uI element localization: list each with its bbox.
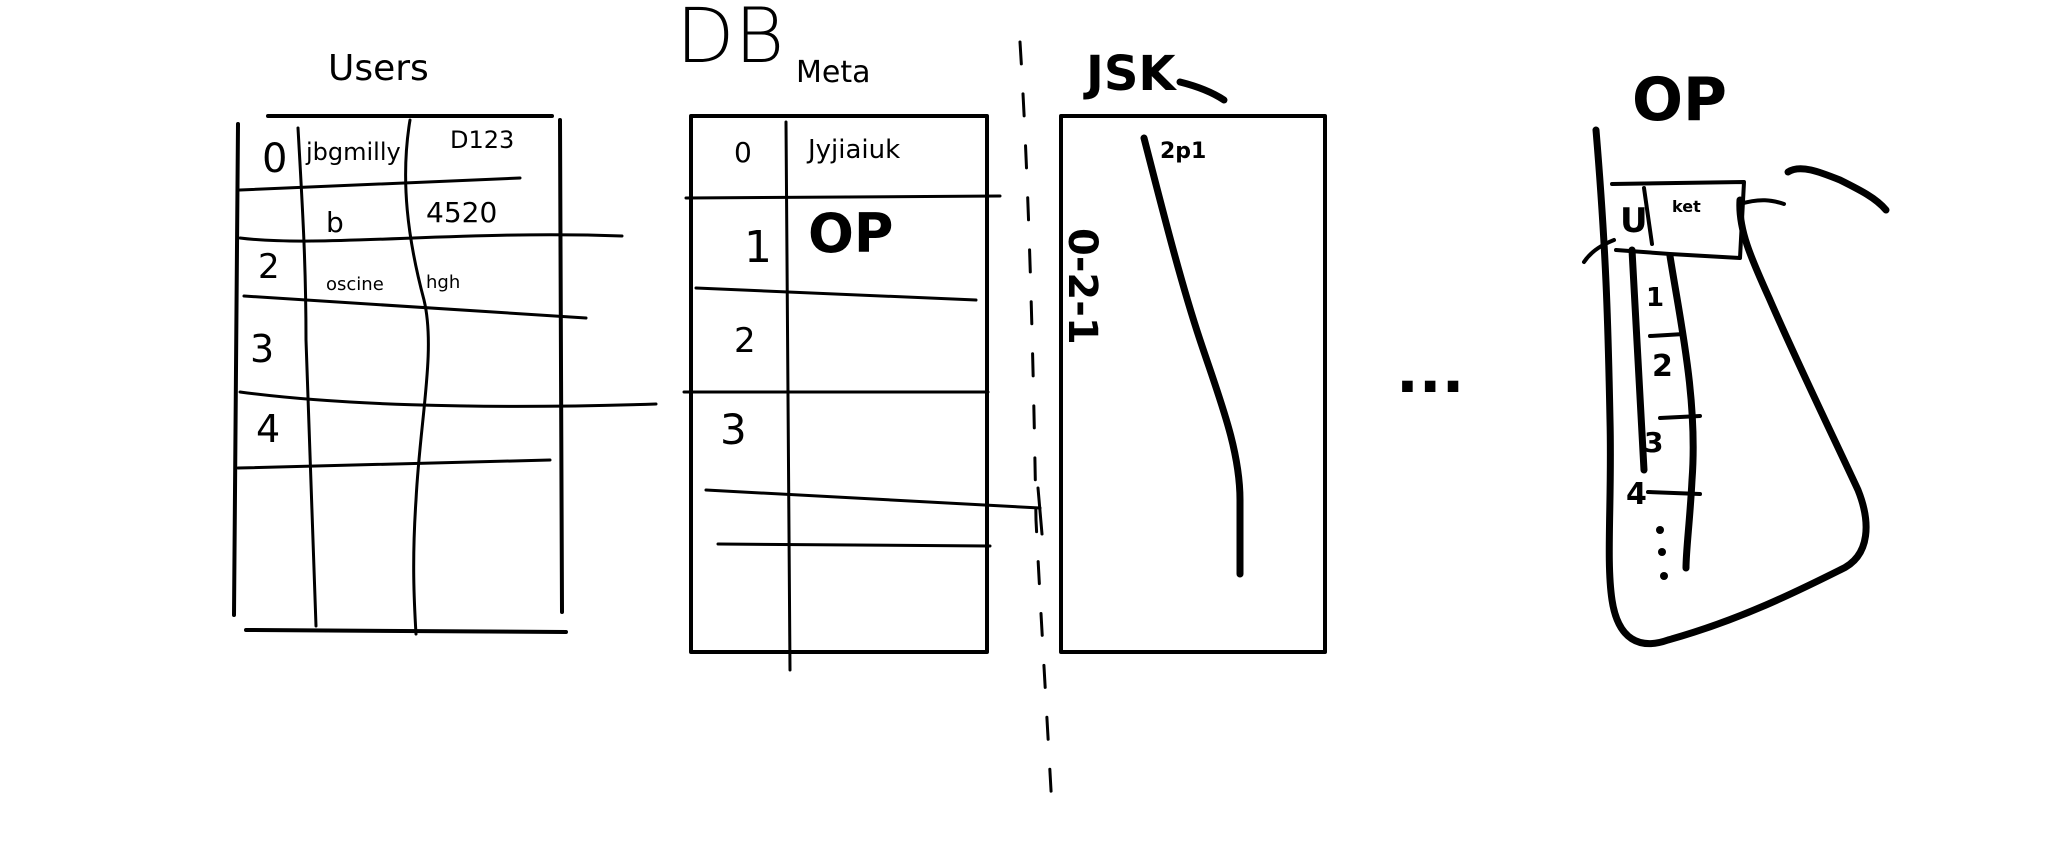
- ellipsis: ...: [1396, 337, 1464, 407]
- users-bottom-border: [244, 628, 568, 634]
- users-right-border: [558, 118, 564, 614]
- op-top-box-arrow: [1738, 198, 1786, 206]
- meta-table: Meta 0 Jyjiaiuk 1 OP 2 3: [682, 55, 1044, 672]
- jsk-side-label: 0-2-1: [1059, 228, 1105, 345]
- db-label: DB: [676, 0, 784, 80]
- meta-row-divider-1: [684, 194, 1002, 200]
- db-label-group: DB: [676, 0, 784, 80]
- users-row-0-index: 0: [262, 136, 287, 182]
- users-row-divider-2: [238, 233, 624, 243]
- jsk-note: 2p1: [1160, 139, 1206, 164]
- users-row-1-name: b: [326, 206, 344, 239]
- jsk-panel-title: JSK: [1083, 46, 1177, 102]
- op-right-swoosh: [1784, 165, 1890, 214]
- users-row-divider-4: [238, 390, 658, 408]
- meta-row-2-index: 2: [734, 321, 756, 361]
- jsk-curve: [1140, 134, 1244, 578]
- users-table-title: Users: [328, 48, 429, 89]
- meta-table-title: Meta: [796, 55, 871, 90]
- op-sketch: OP U ket 1 2 3 4: [1582, 65, 1890, 648]
- op-inner-label-3: 4: [1626, 477, 1647, 512]
- jsk-panel-border: [1059, 114, 1327, 654]
- meta-row-divider-2: [694, 286, 978, 302]
- users-row-0-value: D123: [450, 126, 514, 154]
- users-row-2-value: hgh: [426, 272, 460, 293]
- meta-row-divider-5: [716, 542, 992, 548]
- op-left-tick: [1582, 238, 1616, 264]
- users-row-2-index: 2: [258, 247, 280, 287]
- users-row-4-index: 4: [256, 407, 280, 451]
- users-table: Users 0 jbgmilly D123 b 4520 2 oscine hg…: [232, 48, 658, 636]
- op-sketch-title: OP: [1632, 65, 1727, 135]
- op-inner-divider-3: [1646, 490, 1702, 496]
- meta-row-0-index: 0: [734, 136, 752, 169]
- users-row-3-index: 3: [250, 327, 274, 371]
- meta-table-border: [689, 114, 989, 654]
- users-row-0-name: jbgmilly: [305, 138, 401, 166]
- meta-row-1-value: OP: [808, 202, 893, 265]
- op-inner-label-2: 3: [1644, 426, 1663, 459]
- op-inner-divider-1: [1648, 332, 1686, 338]
- op-top-box: [1610, 180, 1746, 260]
- users-left-border: [232, 122, 240, 617]
- op-dot-1: [1656, 526, 1664, 534]
- users-row-divider-5: [236, 458, 552, 470]
- op-top-box-label-1: ket: [1672, 197, 1701, 216]
- users-row-divider-3: [242, 294, 588, 320]
- op-top-box-label-0: U: [1620, 201, 1648, 241]
- dashed-separator: [1018, 40, 1054, 810]
- op-inner-right: [1666, 252, 1697, 572]
- jsk-panel: JSK 0-2-1 2p1: [1059, 46, 1327, 654]
- meta-col-divider: [784, 120, 792, 672]
- meta-row-0-value: Jyjiaiuk: [806, 135, 900, 165]
- users-row-1-value: 4520: [426, 196, 497, 229]
- op-dot-3: [1660, 572, 1668, 580]
- meta-row-1-index: 1: [744, 222, 772, 273]
- op-inner-label-1: 2: [1652, 349, 1673, 384]
- users-row-2-name: oscine: [326, 274, 384, 295]
- op-outer-shape: [1592, 126, 1870, 648]
- op-inner-left: [1628, 246, 1648, 474]
- meta-connector-tick: [1036, 486, 1044, 536]
- users-col-divider-1: [296, 126, 318, 628]
- op-top-box-divider: [1642, 186, 1654, 246]
- jsk-title-underline: [1176, 78, 1228, 104]
- op-inner-label-0: 1: [1646, 283, 1664, 313]
- op-dot-2: [1658, 548, 1666, 556]
- meta-row-3-index: 3: [720, 405, 747, 454]
- meta-row-divider-4: [704, 488, 1042, 510]
- users-col-divider-2: [404, 118, 430, 636]
- op-inner-divider-2: [1658, 414, 1702, 420]
- users-row-divider-1: [238, 176, 522, 192]
